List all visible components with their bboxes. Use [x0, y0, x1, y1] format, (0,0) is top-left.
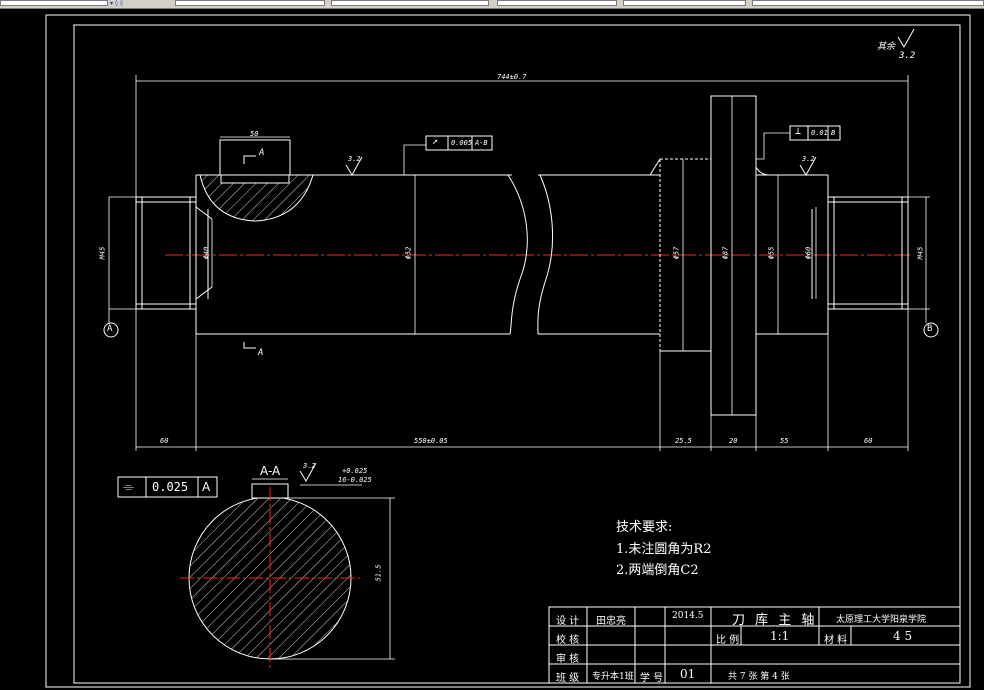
tb-design-label: 设 计 — [556, 616, 580, 627]
toolbar: ▾◊◊ — [0, 0, 984, 9]
section-arrow-top — [243, 155, 256, 164]
dim-shoulder-dia: Φ57 — [672, 246, 681, 260]
finish-mark-value: 3.2 — [303, 462, 316, 470]
section-title: A-A — [260, 464, 281, 478]
tb-id-value: 01 — [680, 667, 696, 681]
surface-finish-value: 3.2 — [899, 51, 916, 61]
dim-main-len: 550±0.05 — [414, 437, 448, 445]
dim-main-dia: Φ52 — [404, 246, 413, 260]
tb-sheet-info: 共 7 张 第 4 张 — [728, 672, 790, 682]
tb-id-label: 学 号 — [640, 673, 664, 684]
toolbar-field[interactable] — [752, 0, 984, 6]
section-tol-datum: A — [202, 480, 211, 494]
section-tol-frame — [117, 476, 218, 498]
runout-datum: A-B — [475, 139, 488, 147]
tb-date: 2014.5 — [672, 611, 704, 621]
section-key-tol: +0.025 — [342, 467, 368, 475]
outer-border — [45, 14, 971, 688]
cad-drawing[interactable] — [0, 9, 984, 690]
tb-material-label: 材 料 — [824, 635, 848, 646]
keyway-length-dim: 50 — [250, 130, 259, 138]
tb-review-label: 审 核 — [556, 654, 580, 665]
dim-left-bore-dia: Φ40 — [202, 246, 211, 260]
dim-collar-dia: Φ87 — [721, 246, 730, 260]
drawing-canvas[interactable]: 其余 3.2 744±0.7 50 A A 3.2 3.2 3.2 ↗ 0.00… — [0, 9, 984, 690]
datum-a-circle — [103, 322, 119, 338]
keyway-hatch — [199, 174, 314, 222]
tb-class-value: 专升本1班 — [592, 672, 634, 682]
title-block-grid — [548, 606, 961, 684]
tb-class-label: 班 级 — [556, 673, 580, 684]
surface-finish-label: 其余 — [877, 42, 896, 52]
perp-symbol: ⊥ — [795, 126, 802, 137]
dim-collar-len: 20 — [729, 437, 738, 445]
overall-length-dim: 744±0.7 — [497, 73, 527, 81]
section-arrow-label-top: A — [259, 148, 265, 158]
toolbar-field[interactable] — [175, 0, 325, 6]
dimension-lines — [108, 75, 930, 451]
section-arrow-label-bottom: A — [258, 348, 264, 358]
tb-check-label: 校 核 — [556, 635, 580, 646]
tb-scale-label: 比 例 — [716, 635, 740, 646]
section-tol-symbol: ⌯ — [123, 479, 135, 495]
dim-left-end-len: 60 — [160, 437, 169, 445]
dim-shoulder-len: 25.5 — [675, 437, 692, 445]
finish-mark-value: 3.2 — [348, 155, 361, 163]
datum-b-circle — [923, 322, 939, 338]
section-tol-value: 0.025 — [152, 480, 189, 494]
finish-mark-value: 3.2 — [802, 155, 815, 163]
keyway-slot — [220, 174, 290, 184]
tol-frame-perp — [789, 125, 841, 141]
dim-right-bore-dia: Φ60 — [804, 246, 813, 260]
section-depth-dim: 51.5 — [374, 564, 383, 582]
tech-req-title: 技术要求: — [616, 520, 673, 535]
runout-symbol: ↗ — [432, 136, 439, 147]
section-key-width: 16-0.025 — [338, 476, 372, 484]
inner-border — [73, 24, 961, 684]
dim-right-step-len: 55 — [780, 437, 789, 445]
section-dims — [252, 478, 395, 660]
toolbar-field[interactable] — [623, 0, 746, 6]
tb-scale-value: 1:1 — [770, 629, 790, 643]
toolbar-field[interactable] — [0, 0, 108, 6]
datum-a-label: A — [107, 324, 113, 334]
toolbar-field[interactable] — [497, 0, 617, 6]
dim-right-end-dia: M45 — [916, 246, 925, 260]
tb-part-name: 刀 库 主 轴 — [732, 613, 818, 628]
tb-material-value: 4 5 — [893, 629, 913, 643]
tb-school: 太原理工大学阳泉学院 — [836, 615, 927, 625]
tb-designer: 田忠亮 — [596, 616, 626, 627]
runout-value: 0.005 — [451, 139, 473, 147]
perp-value: 0.01 — [811, 129, 828, 137]
dim-right-end-len: 60 — [864, 437, 873, 445]
tech-req-item: 1.未注圆角为R2 — [616, 542, 712, 557]
dim-left-end-dia: M45 — [98, 246, 107, 260]
tol-frame-runout — [425, 135, 493, 151]
shaft-outline — [135, 95, 909, 416]
finish-marks — [299, 28, 915, 482]
tech-req-item: 2.两端倒角C2 — [616, 563, 699, 578]
section-arrow-bottom — [243, 342, 256, 349]
toolbar-field[interactable] — [331, 0, 489, 6]
toolbar-icons[interactable]: ▾◊◊ — [110, 0, 125, 7]
datum-b-label: B — [927, 324, 933, 334]
dim-right-step-dia: Φ55 — [767, 246, 776, 260]
perp-datum: B — [831, 129, 836, 137]
keyway-frame — [219, 139, 291, 175]
